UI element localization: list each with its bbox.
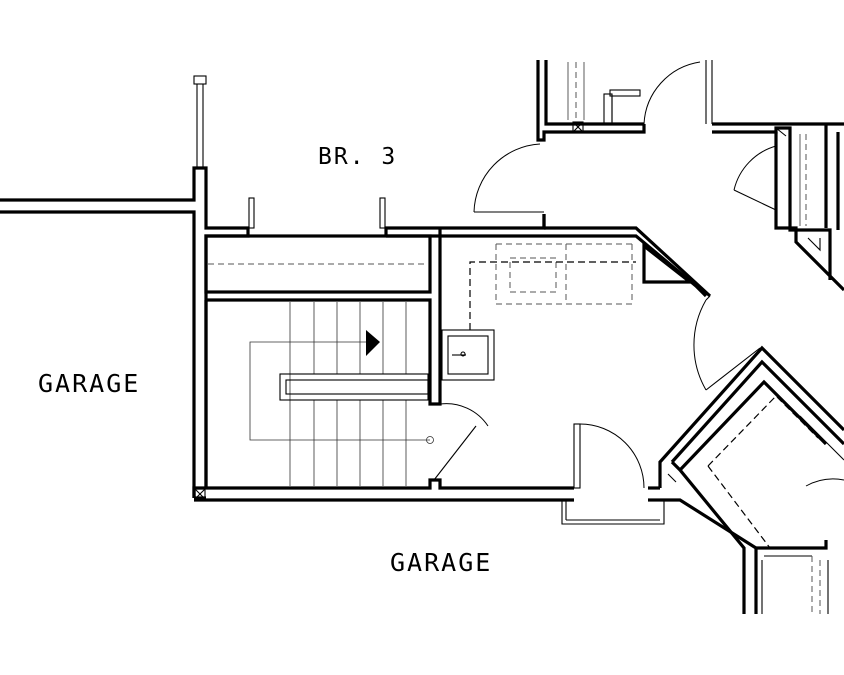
laundry-counter — [469, 243, 636, 330]
upper-right-rooms — [712, 122, 844, 292]
bedroom-door — [473, 143, 544, 213]
water-heater — [642, 242, 695, 284]
bedroom-south-wall — [384, 214, 546, 238]
stair-enclosure — [192, 234, 574, 502]
closet-shelf — [204, 234, 432, 294]
room-label-garage-bottom: GARAGE — [390, 548, 493, 577]
laundry-walls — [438, 214, 712, 298]
room-label-bedroom-3: BR. 3 — [318, 144, 398, 170]
room-label-garage-left: GARAGE — [38, 369, 141, 398]
laundry-door — [693, 295, 761, 391]
garage-left-wall — [0, 166, 250, 498]
bedroom-door-jambs — [248, 197, 386, 229]
stair-door — [433, 403, 489, 481]
laundry-sink — [441, 329, 495, 381]
stair-direction-arrow — [249, 330, 434, 444]
corner-marks — [611, 96, 787, 137]
column-post — [193, 75, 207, 168]
lower-right-closet — [756, 478, 844, 614]
upper-hall-walls — [536, 60, 646, 142]
corner-post — [194, 488, 206, 500]
garage-door — [561, 423, 665, 525]
stair-treads — [279, 302, 429, 486]
hall-door — [643, 60, 713, 125]
